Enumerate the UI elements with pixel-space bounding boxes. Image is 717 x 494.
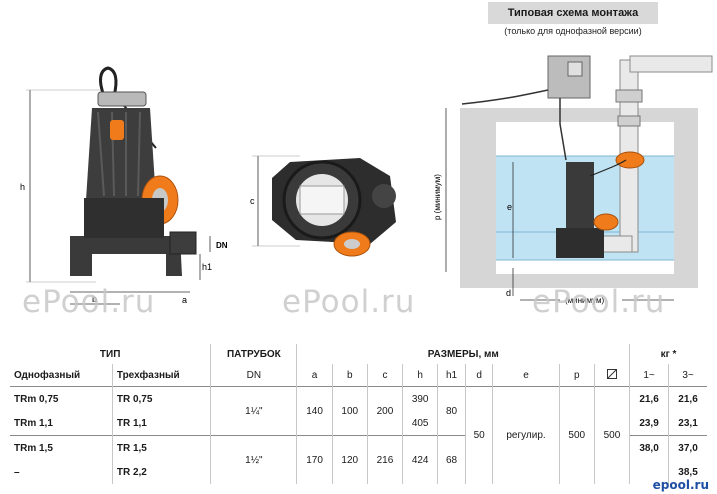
dim-min-label: (минимум): [565, 296, 605, 305]
cell-kg3: 21,6: [668, 386, 707, 411]
table-subheader-row: Однофазный Трехфазный DN a b c h h1 d e …: [10, 364, 707, 387]
dim-p-label: p (минимум): [433, 174, 442, 220]
watermark-3: ePool.ru: [532, 284, 666, 320]
installation-title: Типовая схема монтажа: [488, 2, 658, 24]
model-single: TRm 1,1: [10, 411, 113, 436]
header-type: ТИП: [10, 344, 212, 364]
cell-dn: 1½": [210, 435, 298, 484]
cell-kg3: 38,5: [678, 466, 698, 478]
cell-kg1: 38,0: [629, 435, 670, 460]
cell-box: 500: [594, 386, 631, 484]
cell-d: 50: [465, 386, 494, 484]
pump-side-view: [26, 66, 211, 305]
cell-dn: 1¼": [210, 386, 298, 436]
header-dims: РАЗМЕРЫ, мм: [296, 344, 631, 364]
cell-h1: 68: [437, 435, 466, 484]
cell-h: 405: [402, 411, 439, 436]
subheader-b: b: [332, 364, 368, 387]
spec-table: ТИП ПАТРУБОК РАЗМЕРЫ, мм кг * Однофазный…: [10, 344, 707, 484]
table-row: TRm 1,1 TR 1,1 405 23,9 23,1: [10, 411, 707, 436]
dim-d-label: d: [506, 288, 511, 298]
cell-h: 390: [402, 386, 439, 411]
watermark-2: ePool.ru: [282, 284, 416, 320]
subheader-p: p: [559, 364, 595, 387]
cell-h: 424: [402, 435, 439, 484]
model-three: TR 1,1: [112, 411, 212, 436]
cell-kg3: 23,1: [678, 417, 698, 429]
cell-kg3: 37,0: [668, 435, 707, 460]
subheader-d: d: [465, 364, 494, 387]
cell-b: 120: [332, 435, 368, 484]
table-row: TRm 1,5 TR 1,5 1½" 170 120 216 424 68 38…: [10, 435, 707, 484]
cell-c: 200: [367, 386, 404, 436]
subheader-dn: DN: [210, 364, 298, 387]
header-kg: кг *: [660, 348, 677, 360]
dim-c-label: c: [250, 196, 255, 206]
cell-b: 100: [332, 386, 368, 436]
cell-e: регулир.: [492, 386, 560, 484]
subheader-h: h: [402, 364, 439, 387]
cell-a: 170: [296, 435, 333, 484]
model-three: TR 2,2: [112, 460, 212, 484]
pump-top-view: [252, 155, 396, 257]
dim-e-label: e: [507, 202, 512, 212]
pump-technical-drawing: h b a DN h1 c: [20, 55, 713, 305]
dim-h-label: h: [20, 182, 25, 192]
subheader-a: a: [296, 364, 333, 387]
installation-scheme: [445, 55, 713, 301]
subheader-c: c: [367, 364, 404, 387]
table-row: – TR 2,2 38,5: [10, 460, 707, 484]
square-cross-icon: [594, 364, 631, 387]
cell-c: 216: [367, 435, 404, 484]
cell-p: 500: [559, 386, 595, 484]
model-three: TR 1,5: [112, 435, 212, 460]
header-outlet: ПАТРУБОК: [210, 344, 298, 364]
subheader-kg1: 1~: [629, 364, 670, 387]
table-header-row: ТИП ПАТРУБОК РАЗМЕРЫ, мм кг *: [10, 344, 707, 364]
installation-subtitle: (только для однофазной версии): [504, 26, 642, 36]
subheader-e: e: [492, 364, 560, 387]
cell-a: 140: [296, 386, 333, 436]
dim-b-label: b: [92, 294, 97, 304]
cell-kg1: 23,9: [629, 411, 670, 436]
dim-h1-label: h1: [202, 262, 212, 272]
model-single: TRm 0,75: [10, 386, 113, 411]
model-three: TR 0,75: [112, 386, 212, 411]
model-single: –: [10, 460, 113, 484]
dim-a-label: a: [182, 295, 187, 305]
subheader-h1: h1: [437, 364, 466, 387]
cell-kg1: [629, 460, 670, 484]
watermark-1: ePool.ru: [22, 284, 156, 320]
cell-h1: 80: [437, 386, 466, 436]
table-row: TRm 0,75 TR 0,75 1¼" 140 100 200 390 80 …: [10, 386, 707, 484]
subheader-kg3: 3~: [682, 369, 694, 381]
site-logo: epool.ru: [652, 478, 709, 492]
subheader-single: Однофазный: [10, 364, 113, 387]
model-single: TRm 1,5: [10, 435, 113, 460]
cell-kg1: 21,6: [629, 386, 670, 411]
subheader-three: Трехфазный: [112, 364, 212, 387]
dim-dn-label: DN: [216, 241, 228, 250]
